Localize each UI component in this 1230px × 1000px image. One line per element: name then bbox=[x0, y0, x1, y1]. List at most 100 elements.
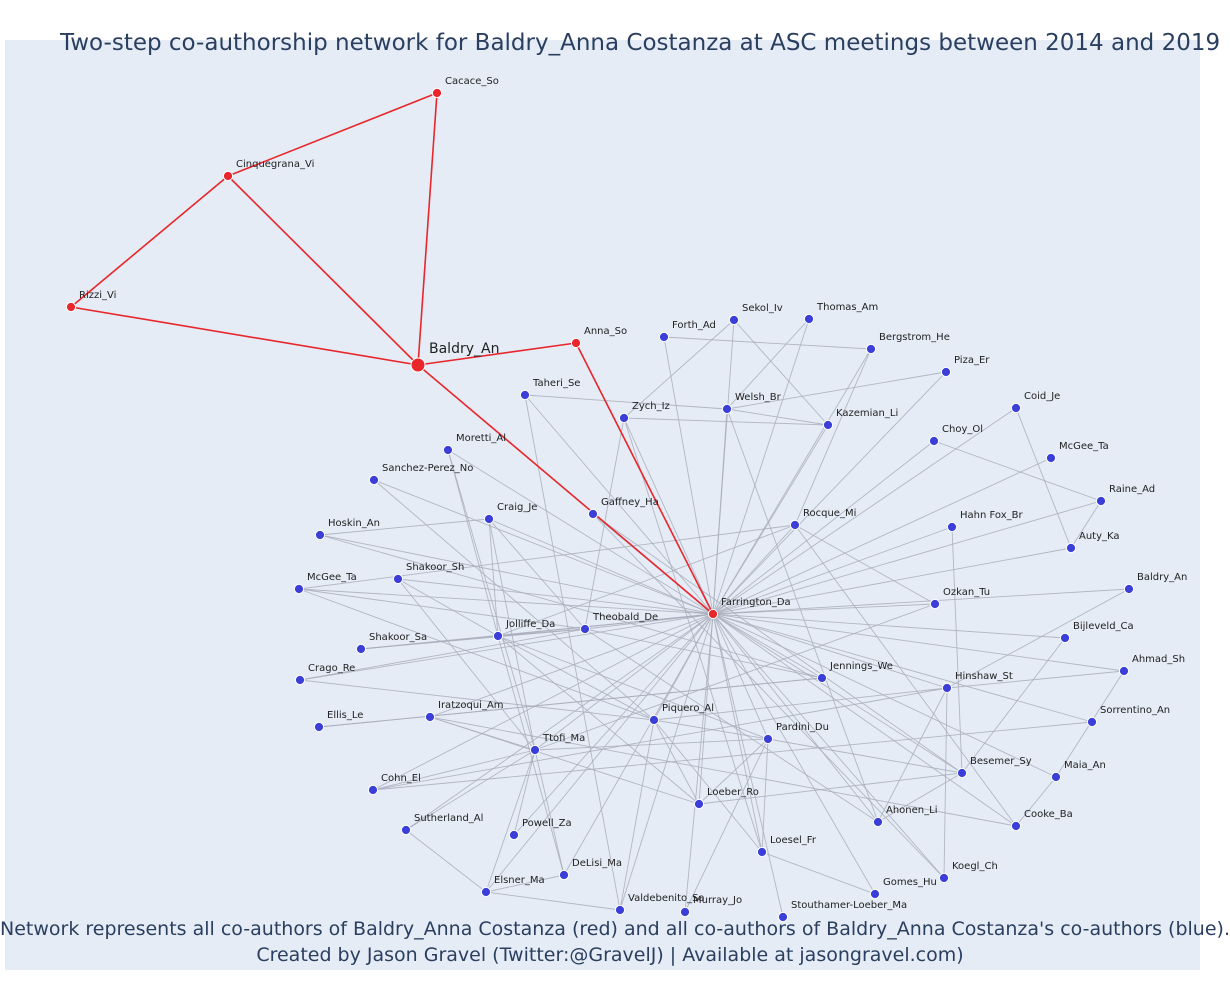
node-thomas-am[interactable] bbox=[803, 313, 815, 325]
node-label: DeLisi_Ma bbox=[572, 858, 622, 869]
edge-gray bbox=[623, 319, 735, 419]
node-label: Piza_Er bbox=[954, 355, 990, 366]
edge-gray bbox=[584, 628, 823, 679]
node-sutherland-al[interactable] bbox=[400, 824, 412, 836]
edge-gray bbox=[712, 613, 1017, 827]
node-auty-ka[interactable] bbox=[1065, 542, 1077, 554]
edge-gray bbox=[698, 738, 769, 805]
edge-gray bbox=[397, 578, 536, 751]
node-ahonen-li[interactable] bbox=[872, 816, 884, 828]
node-sanchez-perez-no[interactable] bbox=[368, 474, 380, 486]
node-label: Piquero_Al bbox=[662, 703, 714, 714]
node-farrington-da[interactable] bbox=[707, 608, 719, 620]
node-valdebenito-sa[interactable] bbox=[614, 904, 626, 916]
node-hahn-fox-br[interactable] bbox=[946, 521, 958, 533]
edge-gray bbox=[1015, 407, 1072, 549]
edge-gray bbox=[712, 613, 876, 895]
node-iratzoqui-am[interactable] bbox=[424, 711, 436, 723]
node-kazemian-li[interactable] bbox=[822, 419, 834, 431]
edge-gray bbox=[623, 417, 763, 853]
node-sekol-iv[interactable] bbox=[728, 314, 740, 326]
node-jennings-we[interactable] bbox=[816, 672, 828, 684]
edge-gray bbox=[712, 348, 872, 615]
node-murray-jo[interactable] bbox=[679, 906, 691, 918]
edge-gray bbox=[485, 874, 565, 893]
node-label: McGee_Ta bbox=[1059, 441, 1109, 452]
node-gomes-hu[interactable] bbox=[869, 888, 881, 900]
node-loesel-fr[interactable] bbox=[756, 846, 768, 858]
node-label: Gomes_Hu bbox=[883, 877, 937, 888]
node-besemer-sy[interactable] bbox=[956, 767, 968, 779]
node-forth-ad[interactable] bbox=[658, 331, 670, 343]
node-cohn-el[interactable] bbox=[367, 784, 379, 796]
node-mcgee-ta[interactable] bbox=[1045, 452, 1057, 464]
node-anna-so[interactable] bbox=[570, 337, 582, 349]
node-choy-ol[interactable] bbox=[928, 435, 940, 447]
node-bergstrom-he[interactable] bbox=[865, 343, 877, 355]
node-pardini-du[interactable] bbox=[762, 733, 774, 745]
edge-gray bbox=[698, 772, 963, 805]
node-crago-re[interactable] bbox=[294, 674, 306, 686]
edge-gray bbox=[946, 588, 1130, 689]
node-loeber-ro[interactable] bbox=[693, 798, 705, 810]
node-bijleveld-ca[interactable] bbox=[1059, 632, 1071, 644]
node-label: Bergstrom_He bbox=[879, 332, 950, 343]
node-zych-iz[interactable] bbox=[618, 412, 630, 424]
node-rocque-mi[interactable] bbox=[789, 519, 801, 531]
chart-title: Two-step co-authorship network for Baldr… bbox=[60, 30, 1221, 56]
node-ozkan-tu[interactable] bbox=[929, 598, 941, 610]
node-delisi-ma[interactable] bbox=[558, 869, 570, 881]
edge-gray bbox=[794, 348, 872, 526]
node-maia-an[interactable] bbox=[1050, 771, 1062, 783]
node-label: Jolliffe_Da bbox=[505, 619, 555, 630]
node-baldry-an[interactable] bbox=[1123, 583, 1135, 595]
edge-gray bbox=[794, 524, 936, 605]
node-stouthamer-loeber-ma[interactable] bbox=[777, 911, 789, 923]
node-ahmad-sh[interactable] bbox=[1118, 665, 1130, 677]
node-powell-za[interactable] bbox=[508, 829, 520, 841]
edge-gray bbox=[524, 394, 728, 410]
node-hoskin-an[interactable] bbox=[314, 529, 326, 541]
node-label: Forth_Ad bbox=[672, 320, 716, 331]
node-rizzi-vi[interactable] bbox=[65, 301, 77, 313]
node-ellis-le[interactable] bbox=[313, 721, 325, 733]
edge-gray bbox=[429, 716, 700, 805]
edge-gray bbox=[684, 738, 769, 913]
edge-gray bbox=[360, 628, 586, 650]
node-ttofi-ma[interactable] bbox=[529, 744, 541, 756]
node-cacace-so[interactable] bbox=[431, 87, 443, 99]
edge-gray bbox=[712, 613, 945, 879]
edge-gray bbox=[712, 613, 1093, 723]
node-taheri-se[interactable] bbox=[519, 389, 531, 401]
edge-gray bbox=[318, 677, 823, 728]
node-welsh-br[interactable] bbox=[721, 403, 733, 415]
node-coid-je[interactable] bbox=[1010, 402, 1022, 414]
node-moretti-al[interactable] bbox=[442, 444, 454, 456]
edge-gray bbox=[712, 500, 1102, 615]
node-theobald-de[interactable] bbox=[579, 623, 591, 635]
node-hinshaw-st[interactable] bbox=[941, 682, 953, 694]
node-mcgee-ta[interactable] bbox=[293, 583, 305, 595]
node-cooke-ba[interactable] bbox=[1010, 820, 1022, 832]
node-koegl-ch[interactable] bbox=[938, 872, 950, 884]
edge-gray bbox=[767, 738, 963, 774]
node-shakoor-sh[interactable] bbox=[392, 573, 404, 585]
node-label: Sorrentino_An bbox=[1100, 705, 1170, 716]
node-craig-je[interactable] bbox=[483, 513, 495, 525]
node-elsner-ma[interactable] bbox=[480, 886, 492, 898]
node-label: Maia_An bbox=[1064, 760, 1106, 771]
node-label: Hinshaw_St bbox=[955, 671, 1013, 682]
node-sorrentino-an[interactable] bbox=[1086, 716, 1098, 728]
node-label: Pardini_Du bbox=[776, 722, 829, 733]
edge-gray bbox=[733, 319, 829, 426]
node-gaffney-ha[interactable] bbox=[587, 508, 599, 520]
node-jolliffe-da[interactable] bbox=[492, 630, 504, 642]
node-baldry-an[interactable] bbox=[410, 357, 426, 373]
node-raine-ad[interactable] bbox=[1095, 495, 1107, 507]
node-piquero-al[interactable] bbox=[648, 714, 660, 726]
edge-gray bbox=[712, 547, 1072, 615]
node-piza-er[interactable] bbox=[940, 366, 952, 378]
node-label: Shakoor_Sh bbox=[406, 562, 464, 573]
node-cinquegrana-vi[interactable] bbox=[222, 170, 234, 182]
node-shakoor-sa[interactable] bbox=[355, 643, 367, 655]
